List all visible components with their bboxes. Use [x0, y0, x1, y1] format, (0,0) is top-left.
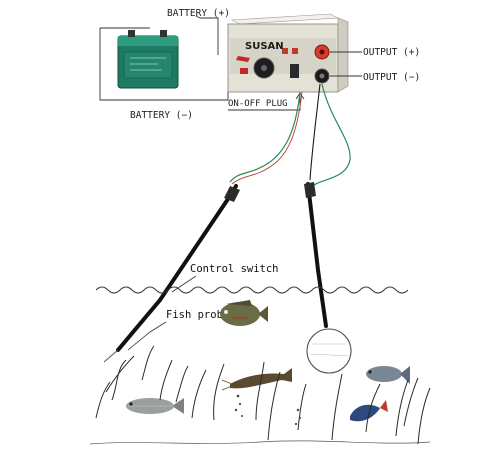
fish-probe-label: Fish probe [166, 309, 229, 321]
control-switch-label: Control switch [190, 263, 279, 275]
device-brand: SUSAN [245, 41, 284, 52]
electrofisher-unit [227, 13, 349, 93]
battery-positive-label: BATTERY (+) [167, 8, 230, 19]
carp-fish-icon [126, 398, 184, 414]
output-negative-label: OUTPUT (−) [363, 72, 420, 83]
river-bed [89, 440, 431, 445]
blue-fish-icon [350, 400, 388, 422]
water-plants [95, 345, 431, 445]
fish-probe-left [103, 184, 240, 363]
right-fish-icon [366, 366, 410, 384]
catfish-icon [221, 368, 292, 391]
battery [117, 30, 179, 89]
cables [229, 83, 351, 189]
water-surface [95, 286, 409, 294]
on-off-plug-label: ON-OFF PLUG [228, 99, 288, 109]
fish-probe-ring [304, 182, 352, 374]
red-clip-icon [236, 56, 250, 62]
output-positive-label: OUTPUT (+) [363, 47, 420, 58]
battery-wiring-lines [99, 15, 229, 101]
bubbles [234, 394, 301, 426]
tilapia-fish-icon [220, 300, 268, 326]
battery-negative-label: BATTERY (−) [130, 110, 193, 121]
